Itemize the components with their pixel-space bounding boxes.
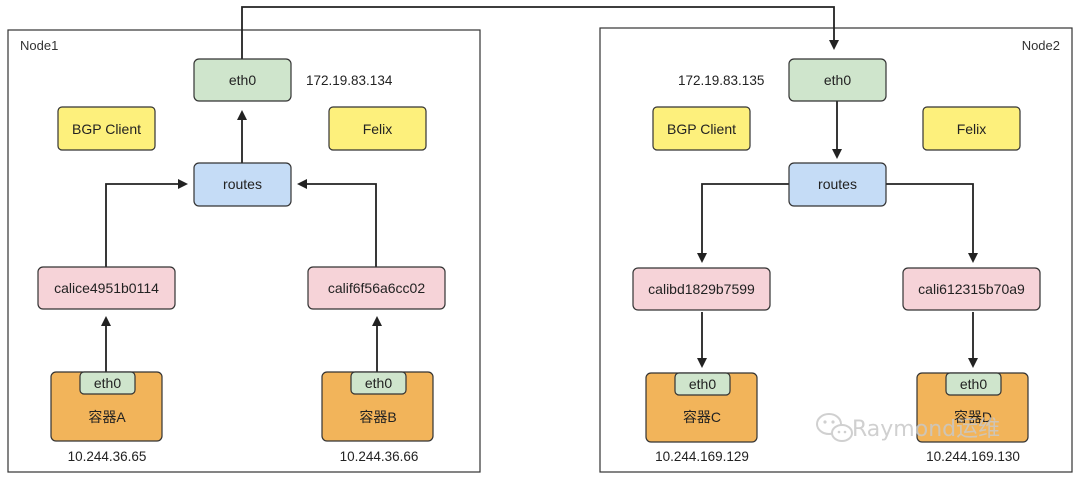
n2-cali-right-box: cali612315b70a9 [902,267,1041,311]
node-link-line [241,6,839,59]
n1-container-a-name: 容器A [88,409,126,425]
watermark: Raymond运维 [816,413,1000,442]
node1-title: Node1 [20,38,58,53]
n2-felix-box: Felix [922,106,1021,151]
n2-container-d-ip: 10.244.169.130 [926,449,1020,464]
n1-container-b-eth0: eth0 [365,375,392,391]
n1-bgp-client-box: BGP Client [57,106,156,151]
n2-bgp-client-box: BGP Client [652,106,751,151]
n2-cali-left-label: calibd1829b7599 [648,281,755,297]
n2-routes-to-cali-left [697,183,790,263]
n2-container-c-name: 容器C [683,409,721,425]
n2-felix-label: Felix [957,121,987,137]
n2-eth0-label: eth0 [824,72,851,88]
n1-bgp-client-label: BGP Client [72,121,141,137]
n1-felix-box: Felix [328,106,427,151]
n1-cali-right-label: calif6f56a6cc02 [328,280,426,296]
n1-eth0-box: eth0 [193,58,292,102]
n2-container-d-name: 容器D [954,409,992,425]
n2-cali-right-label: cali612315b70a9 [918,281,1025,297]
n1-cali-right-to-routes [297,179,377,267]
n2-bgp-client-label: BGP Client [667,121,736,137]
n2-container-c: eth0 容器C [645,372,758,443]
n1-eth0-label: eth0 [229,72,256,88]
n1-felix-label: Felix [363,121,393,137]
node1-frame [7,29,481,473]
n2-container-d-eth0: eth0 [960,376,987,392]
n2-eth0-ip: 172.19.83.135 [678,73,764,88]
n1-container-b-ip: 10.244.36.66 [340,449,419,464]
n1-container-a: eth0 容器A [50,371,163,442]
wechat-icon [816,413,853,442]
n2-routes-to-cali-right [885,183,978,263]
n2-routes-box: routes [788,162,887,207]
n2-container-c-eth0: eth0 [689,376,716,392]
n1-container-b: eth0 容器B [321,371,434,442]
n1-container-b-name: 容器B [359,409,396,425]
n2-routes-label: routes [818,176,857,192]
n1-cali-left-box: calice4951b0114 [37,266,176,310]
n2-container-c-ip: 10.244.169.129 [655,449,749,464]
n2-container-d: eth0 容器D [916,372,1029,443]
n1-container-a-eth0: eth0 [94,375,121,391]
node2-frame [599,27,1073,473]
node2-title: Node2 [1022,38,1060,53]
n1-cali-left-label: calice4951b0114 [54,280,159,296]
n2-cali-left-box: calibd1829b7599 [632,267,771,311]
n1-cali-right-box: calif6f56a6cc02 [307,266,446,310]
n2-eth0-box: eth0 [788,58,887,102]
n1-routes-box: routes [193,162,292,207]
watermark-text: Raymond运维 [852,417,1000,442]
n1-routes-label: routes [223,176,262,192]
n1-cali-left-to-routes [105,179,188,267]
n1-eth0-ip: 172.19.83.134 [306,73,393,88]
n1-container-a-ip: 10.244.36.65 [68,449,147,464]
